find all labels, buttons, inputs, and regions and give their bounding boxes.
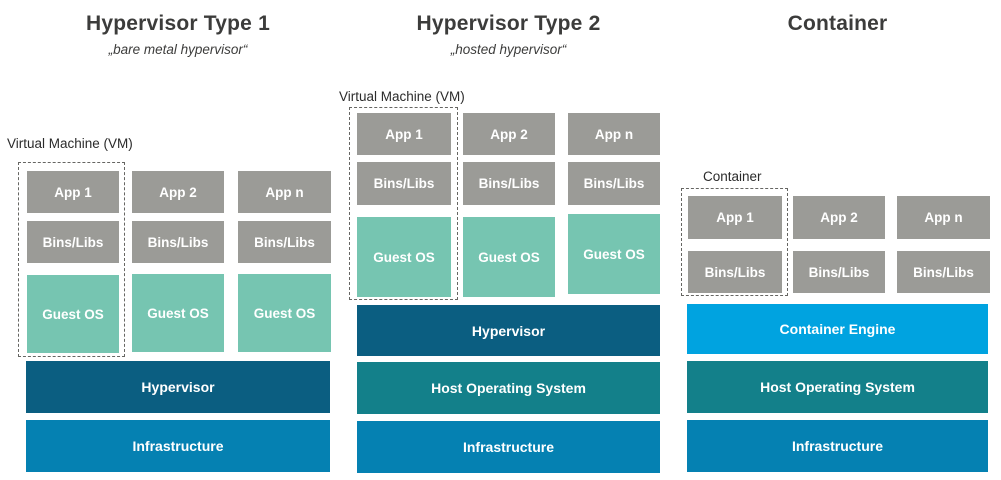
bins-libs-box: Bins/Libs	[688, 251, 782, 293]
column-title-hypervisor-type-2: Hypervisor Type 2	[416, 12, 601, 35]
app-box: App n	[238, 171, 331, 213]
container-dashed-outline-col3	[681, 188, 788, 296]
container-label-col3: Container	[703, 169, 762, 184]
bins-libs-box: Bins/Libs	[357, 162, 451, 205]
hypervisor-bar: Hypervisor	[26, 361, 330, 413]
guest-os-box: Guest OS	[357, 217, 451, 297]
app-box: App 1	[688, 196, 782, 239]
bins-libs-box: Bins/Libs	[132, 221, 224, 263]
app-box: App 2	[463, 113, 555, 155]
column-title-hypervisor-type-1: Hypervisor Type 1	[86, 12, 270, 35]
app-box: App n	[897, 196, 990, 239]
vm-label-col2: Virtual Machine (VM)	[339, 89, 465, 104]
infrastructure-bar: Infrastructure	[687, 420, 988, 472]
guest-os-box: Guest OS	[463, 217, 555, 297]
vm-label-col1: Virtual Machine (VM)	[7, 136, 133, 151]
bins-libs-box: Bins/Libs	[568, 162, 660, 205]
host-os-bar: Host Operating System	[687, 361, 988, 413]
hypervisor-bar: Hypervisor	[357, 305, 660, 356]
app-box: App 1	[357, 113, 451, 155]
host-os-bar: Host Operating System	[357, 362, 660, 414]
column-subtitle-bare-metal: „bare metal hypervisor“	[108, 42, 248, 57]
infrastructure-bar: Infrastructure	[26, 420, 330, 472]
guest-os-box: Guest OS	[27, 275, 119, 353]
column-subtitle-hosted: „hosted hypervisor“	[450, 42, 567, 57]
bins-libs-box: Bins/Libs	[27, 221, 119, 263]
guest-os-box: Guest OS	[132, 274, 224, 352]
vm-dashed-outline-col2	[349, 107, 458, 300]
column-title-container: Container	[787, 12, 888, 35]
container-engine-bar: Container Engine	[687, 304, 988, 354]
bins-libs-box: Bins/Libs	[238, 221, 331, 263]
bins-libs-box: Bins/Libs	[793, 251, 885, 293]
app-box: App 2	[132, 171, 224, 213]
bins-libs-box: Bins/Libs	[463, 162, 555, 205]
app-box: App 1	[27, 171, 119, 213]
app-box: App 2	[793, 196, 885, 239]
bins-libs-box: Bins/Libs	[897, 251, 990, 293]
vm-dashed-outline-col1	[18, 162, 125, 357]
app-box: App n	[568, 113, 660, 155]
infrastructure-bar: Infrastructure	[357, 421, 660, 473]
guest-os-box: Guest OS	[568, 214, 660, 294]
guest-os-box: Guest OS	[238, 274, 331, 352]
